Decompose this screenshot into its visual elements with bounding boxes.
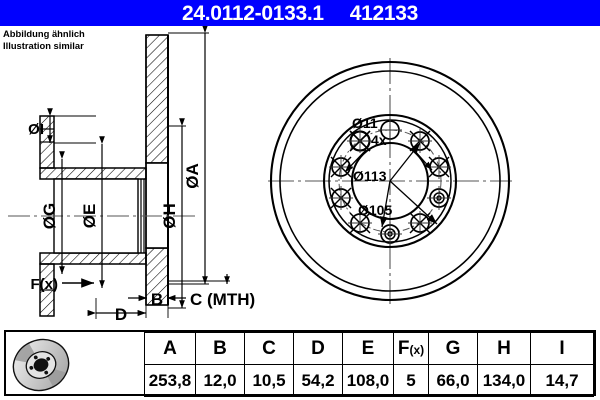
bolt-hole-referenced (347, 129, 373, 153)
svg-text:ØH: ØH (160, 203, 179, 229)
center-bore-circle (350, 141, 430, 221)
outer-diameter-circle (269, 60, 511, 302)
cross-section-view: ØI ØG ØE ØH ØA F(x) (8, 26, 255, 322)
dimension-d: D (87, 298, 146, 322)
col-header-e: E (342, 332, 394, 365)
dimension-dia-e: ØE (80, 136, 105, 288)
part-number: 24.0112-0133.1 (181, 1, 324, 25)
svg-text:D: D (115, 305, 127, 322)
callout-hub-dia-leader (379, 180, 438, 228)
illustration-note-de: Abbildung ähnlich (3, 28, 85, 39)
callout-bolt-circle-leader (389, 142, 421, 182)
dimension-dia-h: ØH (160, 118, 186, 309)
bolt-hole-group (329, 118, 451, 246)
callout-bolt-circle: Ø113 (353, 168, 387, 184)
svg-text:C (MTH): C (MTH) (190, 290, 255, 309)
bolt-hole (427, 155, 451, 179)
callout-hole-dia: Ø11 (352, 115, 378, 131)
value-c: 10,5 (244, 364, 294, 397)
svg-text:ØA: ØA (183, 163, 202, 189)
bolt-hole (408, 129, 432, 153)
dimension-b: B (128, 290, 186, 318)
dimension-c-mth: C (MTH) (168, 274, 255, 309)
svg-text:ØI: ØI (28, 121, 44, 138)
brake-disc-thumbnail (6, 333, 144, 397)
svg-text:ØE: ØE (80, 204, 99, 229)
table-value-row: 253,8 12,0 10,5 54,2 108,0 5 66,0 134,0 … (6, 364, 594, 397)
col-header-h: H (477, 332, 531, 365)
article-number: 412133 (349, 1, 419, 25)
specification-table: A B C D E F(x) G H I 253,8 12,0 10,5 54,… (4, 330, 596, 397)
col-header-c: C (244, 332, 294, 365)
bolt-hole (408, 211, 432, 235)
bolt-hole (378, 222, 402, 246)
dimension-dia-i: ØI (28, 108, 96, 144)
value-h: 134,0 (477, 364, 531, 397)
value-fx: 5 (393, 364, 429, 397)
dimension-force-fx: F(x) (31, 276, 94, 293)
value-g: 66,0 (428, 364, 478, 397)
bolt-hole (348, 211, 372, 235)
bolt-hole (427, 186, 451, 210)
disc-thumbnail-cell (6, 332, 145, 397)
callout-hole-count: 4x (371, 132, 387, 148)
col-header-i: I (530, 332, 594, 365)
value-e: 108,0 (342, 364, 394, 397)
value-d: 54,2 (293, 364, 343, 397)
dimension-dia-g: ØG (40, 151, 65, 274)
col-header-b: B (195, 332, 245, 365)
svg-text:ØG: ØG (40, 203, 59, 229)
illustration-note: Abbildung ähnlich Illustration similar (3, 28, 85, 51)
callout-hub-dia: Ø105 (358, 202, 392, 218)
value-b: 12,0 (195, 364, 245, 397)
col-header-d: D (293, 332, 343, 365)
hub-outer-circle (322, 113, 458, 249)
bolt-hole (329, 186, 353, 210)
dimension-dia-a: ØA (168, 26, 209, 285)
value-i: 14,7 (530, 364, 594, 397)
svg-text:F(x): F(x) (31, 276, 59, 293)
col-header-a: A (144, 332, 196, 365)
col-header-fx: F(x) (393, 332, 429, 365)
value-a: 253,8 (144, 364, 196, 397)
svg-text:B: B (151, 290, 163, 309)
header-banner: 24.0112-0133.1 412133 (0, 0, 600, 26)
col-header-g: G (428, 332, 478, 365)
illustration-note-en: Illustration similar (3, 39, 84, 51)
table-header-row: A B C D E F(x) G H I (6, 332, 594, 397)
face-view: Ø11 4x Ø113 Ø105 (268, 58, 512, 304)
bolt-hole (378, 118, 402, 142)
disc-ring-section (145, 34, 169, 306)
friction-ring-circle (279, 70, 501, 292)
technical-drawing: ØI ØG ØE ØH ØA F(x) (0, 26, 600, 322)
